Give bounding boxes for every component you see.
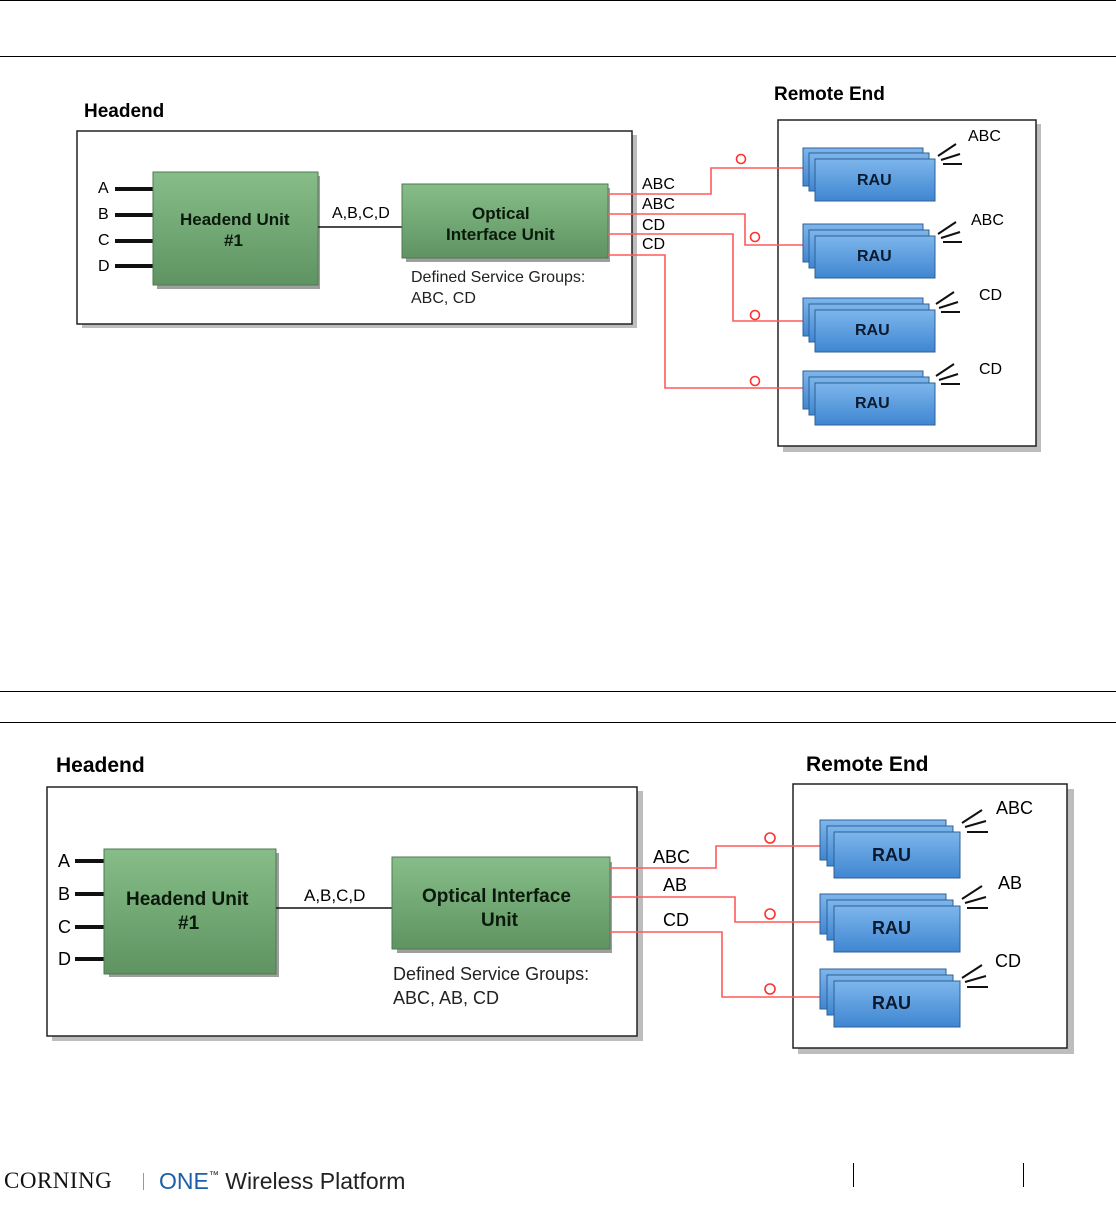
footer-divider-2 <box>1023 1163 1024 1187</box>
diagram-2 <box>46 783 1074 1054</box>
rau-label: RAU <box>857 248 892 265</box>
product-one: ONE <box>159 1168 209 1194</box>
rau-band-label-1: ABC <box>968 128 1001 145</box>
rau-band-label-1: ABC <box>996 798 1034 818</box>
product-name: ONE™ Wireless Platform <box>159 1168 405 1195</box>
service-groups-1-line2: ABC, CD <box>411 290 476 307</box>
fiber-label-4: CD <box>642 236 666 253</box>
rau-label: RAU <box>872 993 911 1013</box>
headend-unit-label-line1: Headend Unit <box>126 889 249 910</box>
link-label-2: A,B,C,D <box>304 886 366 905</box>
oiu-label-line2: Unit <box>481 910 518 931</box>
rau-band-label-3: CD <box>979 287 1003 304</box>
rau-band-label-3: CD <box>995 951 1021 971</box>
fiber-label-1: ABC <box>642 176 675 193</box>
oiu-box <box>401 183 609 259</box>
fiber-lines <box>608 167 803 389</box>
oiu-label-line1: Optical Interface <box>422 886 571 907</box>
oiu-box <box>391 856 611 950</box>
corning-logo: CORNING <box>4 1168 113 1193</box>
fiber-label-2: AB <box>663 875 688 895</box>
headend-unit-label-line2: #1 <box>224 231 243 250</box>
fiber-label-1: ABC <box>653 847 691 867</box>
rau-stacks-1 <box>802 147 936 426</box>
antenna-icons-1 <box>935 143 962 385</box>
port-label-d: D <box>98 258 110 275</box>
fiber-connectors <box>735 153 761 387</box>
rau-label: RAU <box>855 322 890 339</box>
port-label-c: C <box>58 917 71 937</box>
product-rest: Wireless Platform <box>218 1168 406 1194</box>
rau-band-label-4: CD <box>979 361 1003 378</box>
rau-label: RAU <box>872 845 911 865</box>
rau-label: RAU <box>872 918 911 938</box>
rau-band-label-2: ABC <box>971 212 1004 229</box>
oiu-label-line2: Interface Unit <box>446 225 555 244</box>
top-rule-1 <box>0 0 1116 1</box>
headend-title-2: Headend <box>56 754 145 777</box>
port-stubs <box>115 187 153 268</box>
headend-unit <box>152 171 319 286</box>
oiu-label-line1: Optical <box>472 204 530 223</box>
service-groups-2-line1: Defined Service Groups: <box>393 964 590 984</box>
headend-unit-label-line1: Headend Unit <box>180 210 290 229</box>
top-rule-2 <box>0 56 1116 57</box>
service-groups-1-line1: Defined Service Groups: <box>411 269 586 286</box>
service-groups-2-line2: ABC, AB, CD <box>393 988 500 1008</box>
trademark: ™ <box>208 1170 219 1181</box>
antenna-icons-2 <box>961 809 988 988</box>
rau-stacks-2 <box>819 819 961 1028</box>
headend-title-1: Headend <box>84 101 165 122</box>
fiber-connectors <box>764 832 776 995</box>
fiber-lines <box>610 845 820 998</box>
mid-rule-1 <box>0 691 1116 692</box>
fiber-label-3: CD <box>642 217 666 234</box>
remote-title-1: Remote End <box>774 84 885 105</box>
port-label-c: C <box>98 232 110 249</box>
port-label-b: B <box>98 206 109 223</box>
port-stubs <box>75 859 105 961</box>
rau-band-label-2: AB <box>998 873 1023 893</box>
diagram-1 <box>76 119 1041 452</box>
mid-rule-2 <box>0 722 1116 723</box>
fiber-label-3: CD <box>663 910 689 930</box>
port-label-a: A <box>58 851 71 871</box>
fiber-label-2: ABC <box>642 196 675 213</box>
rau-label: RAU <box>857 172 892 189</box>
link-label-1: A,B,C,D <box>332 205 390 222</box>
headend-unit-label-line2: #1 <box>178 913 200 934</box>
remote-title-2: Remote End <box>806 753 929 776</box>
headend-unit <box>103 848 277 975</box>
footer-divider-1 <box>853 1163 854 1187</box>
footer-separator <box>143 1173 144 1190</box>
port-label-d: D <box>58 949 71 969</box>
port-label-b: B <box>58 884 71 904</box>
port-label-a: A <box>98 180 109 197</box>
rau-label: RAU <box>855 395 890 412</box>
